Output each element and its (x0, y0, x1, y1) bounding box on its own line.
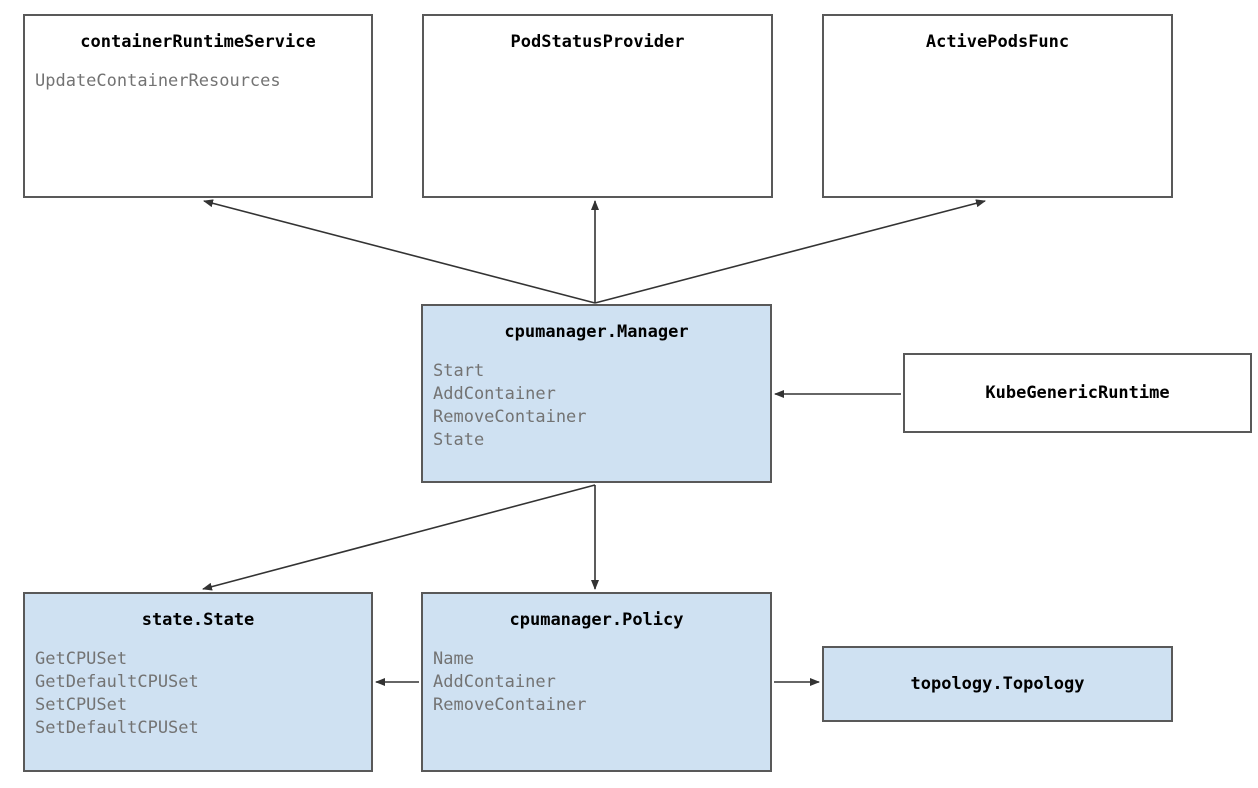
node-topology-topology[interactable]: topology.Topology (822, 646, 1173, 722)
node-kube-generic-runtime[interactable]: KubeGenericRuntime (903, 353, 1252, 433)
node-method-list: Name AddContainer RemoveContainer (433, 648, 770, 717)
node-state-state[interactable]: state.State GetCPUSet GetDefaultCPUSet S… (23, 592, 373, 772)
edge-manager-to-state-state (202, 484, 596, 591)
node-method: GetCPUSet (35, 649, 128, 669)
node-title: PodStatusProvider (510, 32, 685, 52)
node-method: RemoveContainer (433, 695, 587, 715)
node-active-pods-func[interactable]: ActivePodsFunc (822, 14, 1173, 198)
node-title: cpumanager.Policy (509, 610, 684, 630)
node-title: topology.Topology (910, 674, 1085, 694)
node-method: AddContainer (433, 384, 556, 404)
node-cpumanager-policy[interactable]: cpumanager.Policy Name AddContainer Remo… (421, 592, 772, 772)
node-method: Name (433, 649, 474, 669)
node-cpumanager-manager[interactable]: cpumanager.Manager Start AddContainer Re… (421, 304, 772, 483)
node-method: AddContainer (433, 672, 556, 692)
node-container-runtime-service[interactable]: containerRuntimeService UpdateContainerR… (23, 14, 373, 198)
node-method: RemoveContainer (433, 407, 587, 427)
node-method: Start (433, 361, 485, 381)
node-method: GetDefaultCPUSet (35, 672, 199, 692)
node-method: State (433, 430, 485, 450)
node-method-list: UpdateContainerResources (35, 70, 371, 93)
node-method: SetCPUSet (35, 695, 128, 715)
node-method: SetDefaultCPUSet (35, 718, 199, 738)
node-method-list: Start AddContainer RemoveContainer State (433, 360, 770, 452)
edge-manager-to-container-runtime-service (203, 199, 596, 304)
node-method-list: GetCPUSet GetDefaultCPUSet SetCPUSet Set… (35, 648, 371, 740)
node-method: UpdateContainerResources (35, 71, 281, 91)
node-title: KubeGenericRuntime (985, 383, 1170, 403)
node-title: cpumanager.Manager (504, 322, 689, 342)
node-pod-status-provider[interactable]: PodStatusProvider (422, 14, 773, 198)
node-title: ActivePodsFunc (925, 32, 1070, 52)
node-title: containerRuntimeService (80, 32, 316, 52)
node-title: state.State (141, 610, 255, 630)
edge-manager-to-active-pods-func (594, 199, 986, 304)
